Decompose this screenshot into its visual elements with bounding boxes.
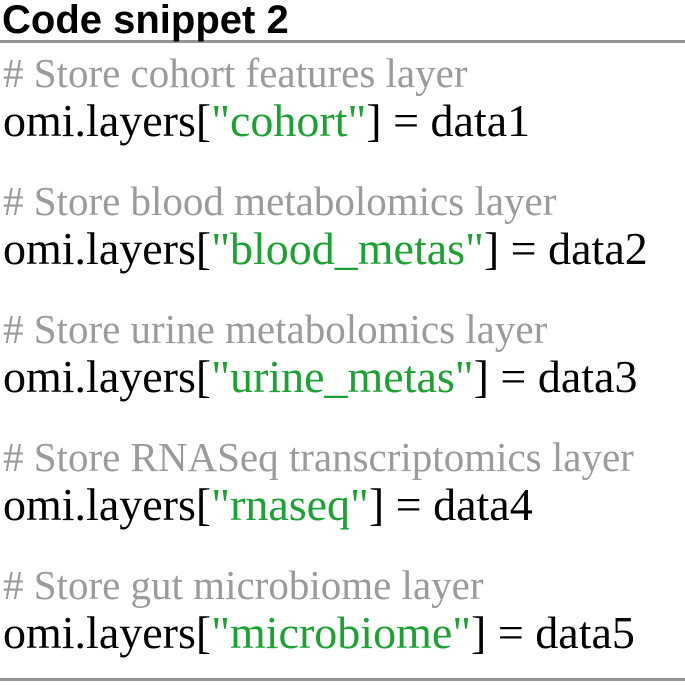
code-prefix: omi.layers[ [3, 607, 212, 658]
figure-header: Code snippet 2 [0, 0, 685, 43]
code-line: omi.layers["rnaseq"] = data4 [3, 481, 681, 529]
code-comment: # Store gut microbiome layer [3, 562, 484, 608]
code-prefix: omi.layers[ [3, 351, 212, 402]
string-literal: "cohort" [211, 95, 367, 146]
code-block: # Store cohort features layer omi.layers… [3, 49, 681, 145]
string-literal: "microbiome" [211, 607, 472, 658]
code-block: # Store urine metabolomics layer omi.lay… [3, 305, 681, 401]
code-line: omi.layers["cohort"] = data1 [3, 97, 681, 145]
string-literal: "blood_metas" [211, 223, 484, 274]
figure-title: Code snippet 2 [2, 0, 289, 42]
bottom-divider [0, 678, 685, 681]
code-comment: # Store urine metabolomics layer [3, 306, 548, 352]
code-prefix: omi.layers[ [3, 95, 212, 146]
code-block: # Store RNASeq transcriptomics layer omi… [3, 433, 681, 529]
code-suffix: ] = data2 [483, 223, 648, 274]
code-line: omi.layers["blood_metas"] = data2 [3, 225, 681, 273]
code-prefix: omi.layers[ [3, 223, 212, 274]
code-suffix: ] = data5 [471, 607, 635, 658]
code-line: omi.layers["urine_metas"] = data3 [3, 353, 681, 401]
string-literal: "urine_metas" [211, 351, 474, 402]
code-comment: # Store RNASeq transcriptomics layer [3, 434, 634, 480]
code-comment: # Store blood metabolomics layer [3, 178, 557, 224]
code-suffix: ] = data1 [366, 95, 531, 146]
code-comment: # Store cohort features layer [3, 50, 468, 96]
code-area: # Store cohort features layer omi.layers… [0, 43, 685, 678]
string-literal: "rnaseq" [211, 479, 369, 530]
code-prefix: omi.layers[ [3, 479, 212, 530]
code-block: # Store blood metabolomics layer omi.lay… [3, 177, 681, 273]
code-line: omi.layers["microbiome"] = data5 [3, 609, 681, 657]
code-block: # Store gut microbiome layer omi.layers[… [3, 561, 681, 657]
code-suffix: ] = data3 [473, 351, 638, 402]
code-suffix: ] = data4 [368, 479, 533, 530]
